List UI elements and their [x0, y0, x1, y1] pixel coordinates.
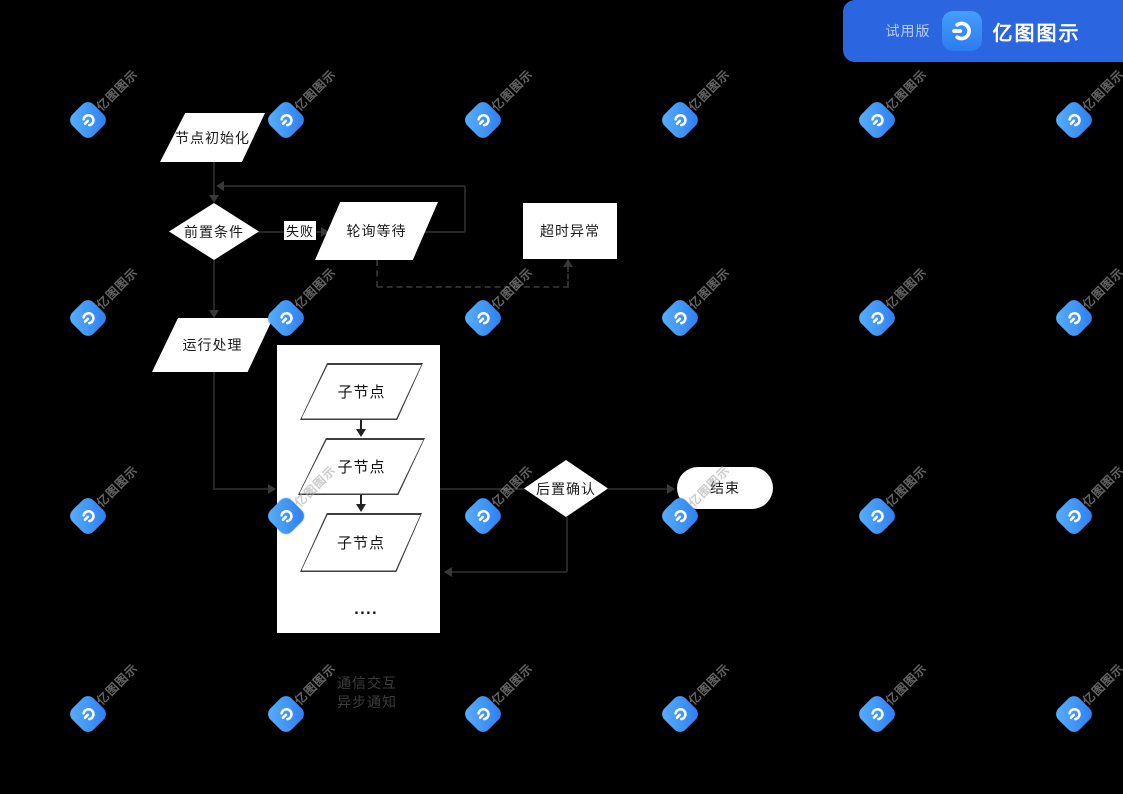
edraw-watermark-icon [66, 494, 110, 538]
node-precondition[interactable]: 前置条件 [169, 203, 259, 260]
node-timeout-label: 超时异常 [540, 224, 600, 240]
edraw-watermark-icon [461, 296, 505, 340]
arrowhead-down-icon [356, 504, 366, 512]
connector-back-to-container [450, 571, 567, 573]
edraw-watermark-icon [658, 494, 702, 538]
edge-label-fail-text: 失败 [285, 225, 314, 240]
node-poll-wait[interactable]: 轮询等待 [315, 202, 438, 260]
node-precondition-label: 前置条件 [184, 224, 244, 241]
edraw-watermark-icon [461, 98, 505, 142]
arrowhead-down-icon [208, 195, 219, 203]
legend-line-1: 通信交互 [337, 676, 397, 692]
arrowhead-up-icon [563, 259, 573, 267]
dashed-connector-to-timeout [377, 286, 569, 288]
edraw-watermark-icon [658, 692, 702, 736]
watermark-text: 亿图图示 [292, 265, 339, 312]
edraw-watermark-icon [1052, 692, 1096, 736]
edraw-watermark-icon [658, 296, 702, 340]
watermark-text: 亿图图示 [489, 67, 536, 114]
edraw-watermark-icon [855, 494, 899, 538]
node-child-3-label: 子节点 [336, 534, 385, 552]
legend-line-2: 异步通知 [337, 695, 397, 711]
connector-loop-top [220, 185, 465, 187]
watermark-text: 亿图图示 [686, 661, 733, 708]
edraw-watermark-icon [66, 296, 110, 340]
watermark-text: 亿图图示 [883, 67, 930, 114]
arrowhead-right-icon [321, 226, 329, 237]
arrowhead-down-icon [208, 310, 219, 318]
node-end-label: 结束 [710, 481, 740, 497]
edraw-watermark-icon [66, 98, 110, 142]
edraw-watermark-icon [1052, 98, 1096, 142]
watermark-text: 亿图图示 [1080, 463, 1123, 510]
connector-precondition-to-run [212, 260, 215, 312]
arrowhead-right-icon [667, 484, 675, 494]
watermark-text: 亿图图示 [1080, 67, 1123, 114]
connector-loop-from-poll [425, 230, 465, 233]
watermark-text: 亿图图示 [686, 67, 733, 114]
trial-banner[interactable]: 试用版 亿图图示 [843, 0, 1123, 62]
node-run-process-label: 运行处理 [182, 338, 243, 354]
node-run-process[interactable]: 运行处理 [152, 318, 273, 372]
watermark-text: 亿图图示 [94, 661, 141, 708]
node-child-1-label: 子节点 [337, 383, 386, 401]
connector-init-to-precondition [212, 162, 215, 199]
node-poll-wait-label: 轮询等待 [346, 224, 407, 240]
edraw-watermark-icon [855, 98, 899, 142]
connector-child2-child3 [360, 495, 362, 507]
connector-postconfirm-to-end [608, 488, 668, 490]
node-end[interactable]: 结束 [677, 467, 773, 509]
watermark-text: 亿图图示 [489, 661, 536, 708]
connector-run-down [212, 372, 215, 489]
watermark-text: 亿图图示 [292, 661, 339, 708]
watermark-text: 亿图图示 [883, 463, 930, 510]
edraw-watermark-icon [264, 98, 308, 142]
node-post-confirm-label: 后置确认 [536, 481, 596, 498]
edraw-watermark-icon [1052, 494, 1096, 538]
edraw-logo-icon [941, 11, 982, 51]
connector-run-to-container [213, 488, 270, 490]
edraw-watermark-icon [855, 692, 899, 736]
watermark-text: 亿图图示 [94, 463, 141, 510]
node-timeout[interactable]: 超时异常 [523, 203, 617, 259]
node-init-label: 节点初始化 [175, 130, 250, 147]
watermark-text: 亿图图示 [883, 265, 930, 312]
arrowhead-right-icon [268, 484, 276, 494]
node-child-2-label: 子节点 [337, 458, 386, 476]
edraw-watermark-icon [66, 692, 110, 736]
watermark-text: 亿图图示 [292, 67, 339, 114]
brand-name: 亿图图示 [992, 20, 1081, 45]
watermark-text: 亿图图示 [686, 265, 733, 312]
watermark-text: 亿图图示 [1080, 661, 1123, 708]
connector-postconfirm-down [565, 517, 568, 572]
dashed-connector-poll-down [376, 260, 378, 287]
ellipsis-label: .... [354, 603, 378, 618]
watermark-text: 亿图图示 [883, 661, 930, 708]
edraw-watermark-icon [1052, 296, 1096, 340]
arrowhead-left-icon [216, 181, 224, 191]
watermark-text: 亿图图示 [94, 67, 141, 114]
edraw-watermark-icon [461, 692, 505, 736]
watermark-text: 亿图图示 [1080, 265, 1123, 312]
connector-loop-right [463, 186, 466, 232]
edraw-watermark-icon [461, 494, 505, 538]
trial-version-label: 试用版 [885, 24, 931, 40]
node-post-confirm[interactable]: 后置确认 [524, 460, 608, 517]
watermark-text: 亿图图示 [489, 265, 536, 312]
edge-label-fail[interactable]: 失败 [284, 221, 316, 240]
connector-container-to-postconfirm [440, 488, 525, 490]
edraw-watermark-icon [658, 98, 702, 142]
edraw-watermark-icon [264, 494, 308, 538]
edraw-watermark-icon [264, 296, 308, 340]
edraw-watermark-icon [855, 296, 899, 340]
edraw-watermark-icon [264, 692, 308, 736]
connector-child1-child2 [360, 420, 362, 432]
arrowhead-left-icon [444, 567, 452, 577]
watermark-text: 亿图图示 [94, 265, 141, 312]
arrowhead-down-icon [356, 429, 366, 437]
node-init[interactable]: 节点初始化 [160, 113, 265, 162]
dashed-connector-timeout-up [567, 266, 569, 287]
legend: 通信交互 异步通知 [337, 675, 397, 713]
